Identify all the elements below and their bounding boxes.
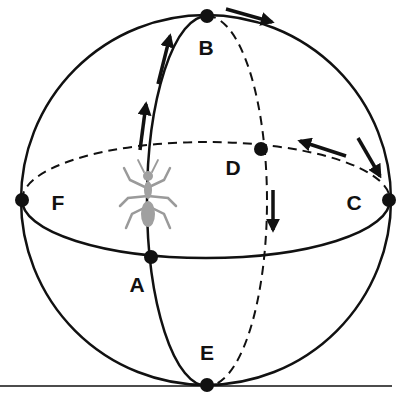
point-label: C <box>346 192 361 213</box>
meridian-back <box>207 16 267 386</box>
point-label: F <box>52 192 65 213</box>
equator-front <box>22 200 390 258</box>
point-label: D <box>225 157 240 178</box>
point-label: B <box>198 37 213 58</box>
sphere-outline <box>21 15 391 385</box>
equator-back <box>22 142 390 200</box>
meridian-front <box>147 16 207 386</box>
point-label: E <box>200 342 214 363</box>
point-label: A <box>129 274 144 295</box>
ant <box>120 160 176 228</box>
point-dots <box>15 9 396 392</box>
path-arrows <box>140 9 380 230</box>
